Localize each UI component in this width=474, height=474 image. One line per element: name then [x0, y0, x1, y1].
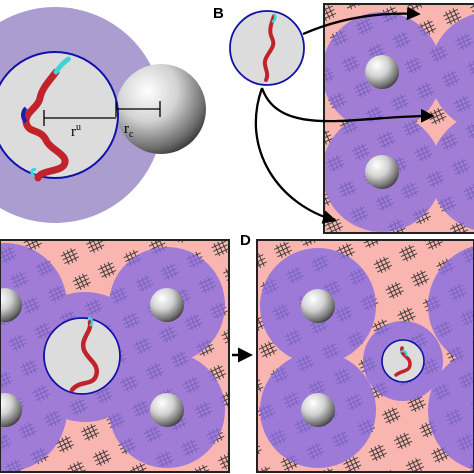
colloid [365, 155, 399, 189]
inserted-polymer-chain-icon [69, 316, 100, 393]
colloid [150, 288, 184, 322]
colloid [301, 393, 335, 427]
svg-text:rc: rc [124, 121, 134, 140]
colloid [301, 289, 335, 323]
panel-label-b: B [213, 5, 224, 22]
free-polymer-cell [229, 10, 305, 86]
panel-a-single-chain-and-colloid: ru rc [0, 7, 206, 223]
rc-subscript: c [129, 129, 134, 140]
colloid [0, 288, 22, 322]
panel-d-compressed-chain: D [240, 232, 474, 473]
insertion-arrows [254, 6, 435, 224]
compressed-polymer-cell [381, 339, 425, 383]
ru-superscript: u [76, 122, 81, 133]
panel-b-insertion: B [213, 3, 474, 234]
colloid-sphere [116, 64, 206, 154]
panel-c-configuration [0, 239, 230, 473]
solvent-box-frame [0, 239, 230, 473]
colloid [365, 55, 399, 89]
solvent-box-frame [256, 239, 474, 473]
compressed-polymer-chain-icon [394, 346, 412, 377]
free-polymer-chain-icon [262, 13, 277, 82]
svg-text:ru: ru [71, 122, 81, 140]
panel-label-d: D [240, 232, 251, 249]
colloid [150, 393, 184, 427]
polymer-chain-icon [21, 55, 73, 182]
polymer-cell [0, 51, 119, 179]
solvent-box-frame [323, 3, 474, 234]
rc-label: r [124, 121, 129, 137]
inserted-polymer-cell [43, 317, 121, 395]
ru-label: r [71, 124, 76, 140]
colloid [0, 393, 22, 427]
